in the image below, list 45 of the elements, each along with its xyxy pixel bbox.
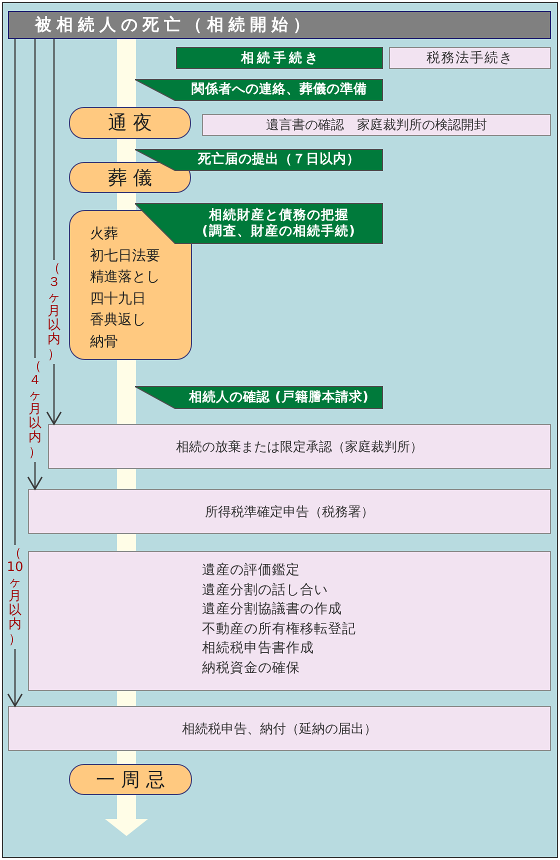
list-item: 遺産の評価鑑定: [202, 561, 300, 580]
callout-text: 相続人の確認 (戸籍謄本請求): [189, 390, 369, 406]
step-box: [28, 489, 551, 534]
event-pill: [69, 162, 191, 193]
list-item: 四十九日: [90, 290, 146, 309]
callout-banner: [135, 203, 383, 244]
header-label: 相続手続き: [240, 50, 321, 67]
event-pill: [69, 107, 191, 139]
edge-label: （４ヶ月以内）: [26, 358, 44, 462]
step-label: 遺言書の確認 家庭裁判所の検認開封: [266, 117, 487, 134]
callout-text: 相続財産と債務の把握(調査、財産の相続手続): [201, 208, 357, 240]
event-label: 葬儀: [107, 166, 158, 190]
step-box: [48, 424, 551, 469]
edge-label: （３ヶ月以内）: [46, 260, 62, 364]
header-label: 税務法手続き: [426, 49, 514, 67]
list-item: 納税資金の確保: [202, 658, 300, 678]
step-box: [202, 114, 551, 136]
list-item: 納骨: [90, 332, 118, 352]
step-box: [28, 551, 551, 691]
step-box: [8, 706, 551, 751]
callout-banner: [135, 79, 383, 101]
column-header: [176, 47, 383, 69]
list-item: 精進落とし: [90, 268, 160, 288]
event-label: 通夜: [107, 111, 158, 136]
step-label: 所得税準確定申告（税務署）: [205, 504, 374, 520]
list-item: 初七日法要: [90, 246, 160, 266]
callout-text: 関係者への連絡、葬儀の準備: [191, 82, 367, 98]
callout-banner: [135, 149, 383, 171]
header-title: 被相続人の死亡（相続開始）: [35, 14, 314, 36]
list-item: 遺産分割協議書の作成: [202, 600, 342, 620]
event-box: [69, 210, 192, 360]
step-label: 相続税申告、納付（延納の届出）: [182, 720, 377, 738]
list-item: 香典返し: [90, 311, 146, 330]
event-pill: [69, 764, 192, 795]
list-item: 火葬: [90, 225, 118, 244]
list-item: 相続税申告書作成: [202, 639, 314, 658]
column-header: [389, 47, 551, 69]
callout-text: 死亡届の提出（７日以内）: [198, 152, 360, 168]
list-item: 不動産の所有権移転登記: [202, 620, 356, 639]
header-bar: [8, 11, 551, 39]
callout-banner: [135, 386, 383, 409]
event-label: 一周忌: [95, 768, 171, 792]
list-item: 遺産分割の話し合い: [202, 580, 328, 600]
edge-label: （10ヶ月以内）: [6, 545, 24, 650]
step-label: 相続の放棄または限定承認（家庭裁判所）: [176, 438, 423, 456]
